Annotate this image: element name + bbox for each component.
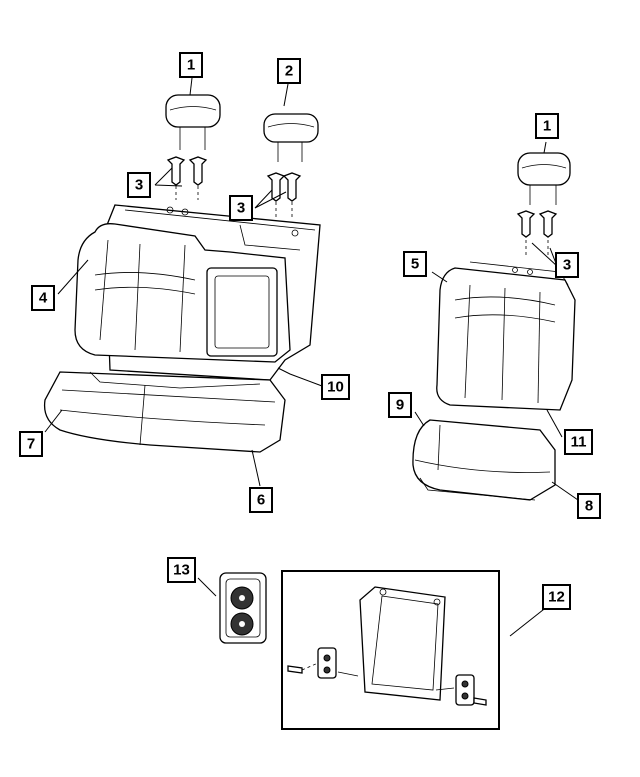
callout-10: 10 xyxy=(321,374,350,400)
callout-3-left-a: 3 xyxy=(127,172,151,198)
seat-cushion-6 xyxy=(43,371,286,453)
svg-text:2: 2 xyxy=(285,63,293,80)
svg-text:4: 4 xyxy=(39,290,48,307)
callout-12: 12 xyxy=(542,584,571,610)
hinge-kit-box-12 xyxy=(281,570,500,730)
svg-text:10: 10 xyxy=(327,379,344,396)
svg-text:3: 3 xyxy=(563,257,571,274)
svg-text:11: 11 xyxy=(571,434,587,451)
svg-text:12: 12 xyxy=(548,589,565,606)
svg-text:7: 7 xyxy=(27,436,35,453)
seatback-right-5-11 xyxy=(436,261,576,411)
callout-6: 6 xyxy=(249,487,273,513)
guide-sleeves-left xyxy=(166,156,302,218)
callout-11: 11 xyxy=(564,429,593,455)
svg-text:13: 13 xyxy=(173,562,190,579)
cup-holder-13 xyxy=(219,572,267,644)
headrest-left-1 xyxy=(165,94,221,150)
callout-13: 13 xyxy=(167,557,196,583)
callout-4: 4 xyxy=(31,285,55,311)
headrest-left-2 xyxy=(263,113,319,162)
callout-9: 9 xyxy=(388,392,412,418)
callout-3-left-b: 3 xyxy=(229,195,253,221)
seatback-cushion-4 xyxy=(74,223,291,363)
svg-text:1: 1 xyxy=(543,118,551,135)
leader-lines xyxy=(44,77,579,637)
svg-text:1: 1 xyxy=(187,57,195,74)
seat-cushion-right-9-8 xyxy=(412,419,556,501)
svg-text:3: 3 xyxy=(135,177,143,194)
callout-7: 7 xyxy=(19,431,43,457)
callout-2: 2 xyxy=(277,58,301,84)
callout-3-right: 3 xyxy=(555,252,579,278)
callout-5: 5 xyxy=(403,251,427,277)
svg-text:8: 8 xyxy=(585,498,593,515)
svg-text:5: 5 xyxy=(411,256,419,273)
svg-text:9: 9 xyxy=(396,397,404,414)
callout-1-left: 1 xyxy=(179,52,203,78)
headrest-right-1 xyxy=(516,152,571,256)
svg-text:3: 3 xyxy=(237,200,245,217)
svg-text:6: 6 xyxy=(257,492,265,509)
callout-8: 8 xyxy=(577,493,601,519)
callout-1-right: 1 xyxy=(535,113,559,139)
